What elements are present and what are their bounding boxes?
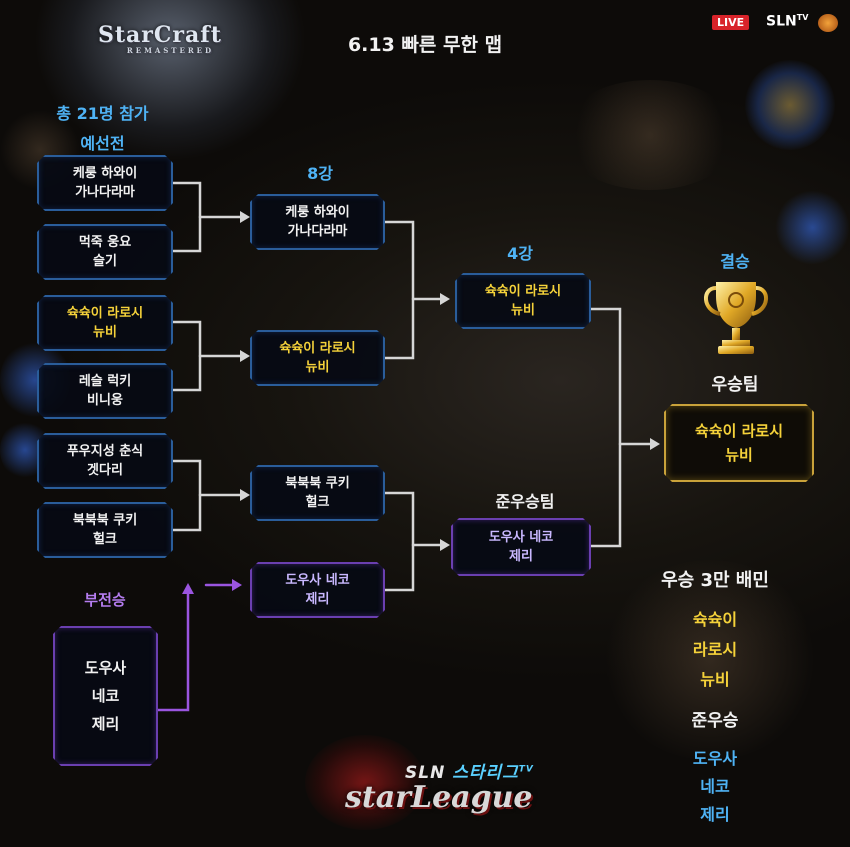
mascot-icon [818,14,838,32]
channel-logo: SLNTV [766,13,809,30]
starleague-logo: starLeague [345,780,533,815]
runnerup-team-label: 준우승팀 [495,492,555,511]
prize-runnerup-2: 네코 [700,777,730,796]
winner-team-label: 우승팀 [711,375,759,395]
quarterfinal-label: 8강 [307,164,333,183]
rock-deco [600,560,820,760]
page-title: 6.13 빠른 무한 맵 [347,34,503,56]
live-badge: LIVE [712,15,750,30]
semifinal-label: 4강 [507,244,533,263]
prelim-label: 예선전 [80,134,125,153]
prize-winner-3: 뉴비 [700,670,730,689]
crystal-deco [775,190,850,265]
final-label: 결승 [720,252,750,271]
participants-label: 총 21명 참가 [56,104,149,123]
protoss-structure-deco [745,60,835,150]
prize-runnerup-3: 제리 [700,805,730,824]
dragon-emblem [305,735,425,830]
rock-deco [560,80,740,190]
starcraft-logo: StarCraft REMASTERED [98,22,222,55]
prize-title: 우승 3만 배민 [661,570,769,591]
trophy-icon [704,282,768,354]
prize-winner-1: 슉슉이 [692,610,738,629]
prize-winner-2: 라로시 [692,640,738,659]
brand-name: SLN 스타리그TV [405,763,534,783]
prize-runnerup-1: 도우사 [692,749,738,768]
prize-runnerup-title: 준우승 [691,711,739,731]
bye-label: 부전승 [84,591,126,609]
